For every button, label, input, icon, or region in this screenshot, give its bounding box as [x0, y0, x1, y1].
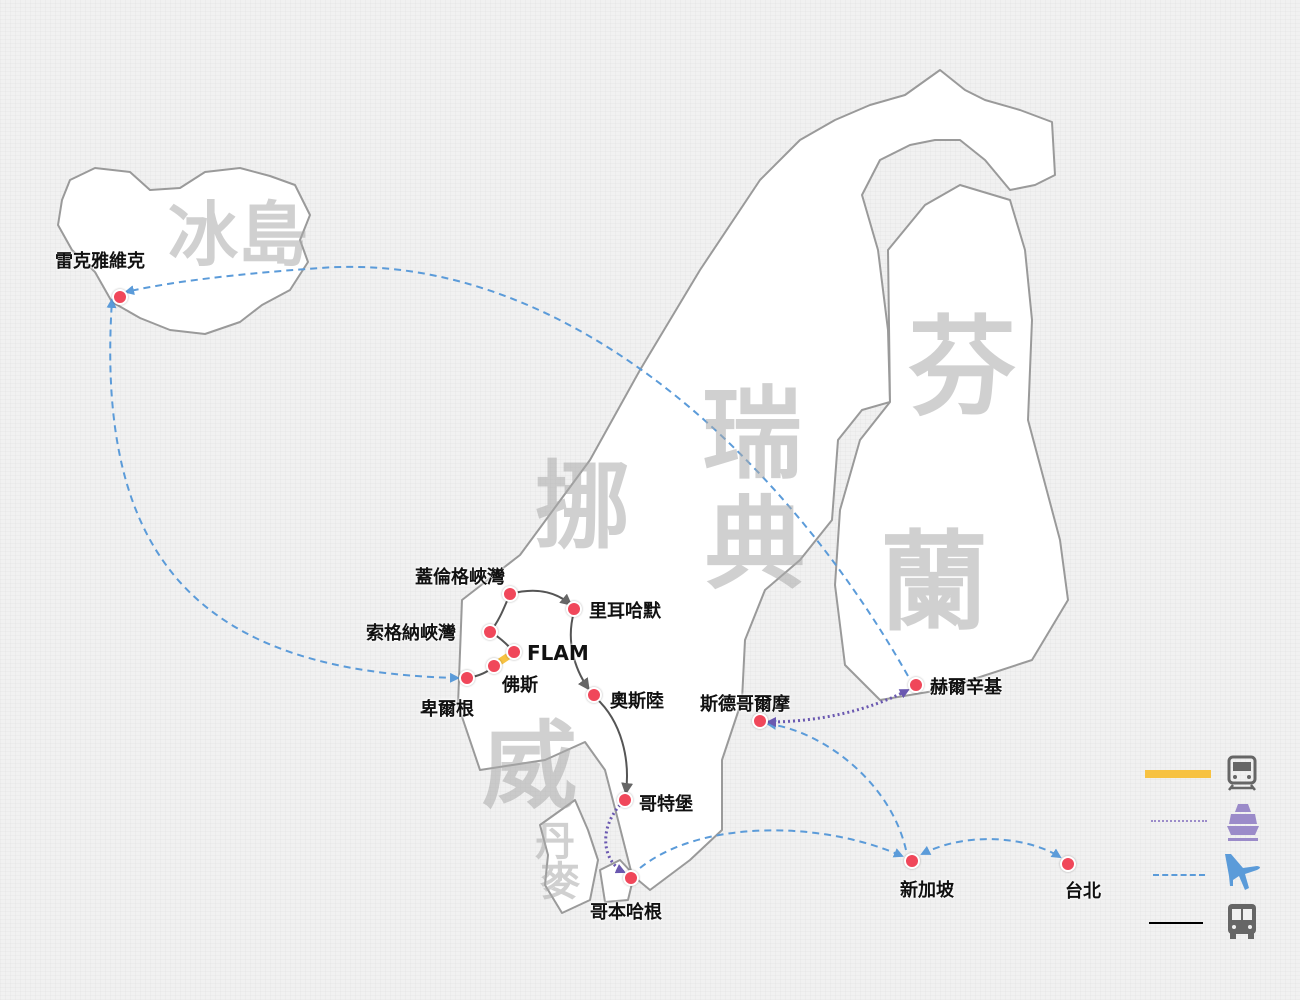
- route-copenhagen-singapore: [639, 829, 904, 869]
- city-marker-geirangerfjord[interactable]: [502, 586, 518, 602]
- ship-icon: [1227, 804, 1259, 841]
- route-geiranger-lillehammer: [509, 589, 573, 606]
- scandinavia-land: [457, 69, 1056, 891]
- route-singapore-stockholm: [766, 719, 907, 851]
- route-lillehammer-oslo: [569, 611, 590, 691]
- country-label-sweden-2: 典: [705, 486, 805, 603]
- city-marker-sognefjord[interactable]: [482, 624, 498, 640]
- train-icon: [1227, 755, 1257, 791]
- city-marker-taipei[interactable]: [1060, 856, 1076, 872]
- city-marker-helsinki[interactable]: [908, 677, 924, 693]
- city-label-copenhagen: 哥本哈根: [590, 902, 662, 923]
- legend-bus: [1145, 902, 1265, 942]
- city-marker-singapore[interactable]: [904, 853, 920, 869]
- city-label-reykjavik: 雷克雅維克: [55, 251, 145, 272]
- country-label-iceland: 冰島: [168, 194, 308, 276]
- city-label-stockholm: 斯德哥爾摩: [700, 694, 790, 715]
- city-label-oslo: 奧斯陸: [610, 691, 664, 712]
- country-label-finland-2: 蘭: [880, 521, 989, 646]
- route-helsinki-reykjavik: [124, 265, 909, 677]
- city-marker-voss[interactable]: [486, 658, 502, 674]
- bus-icon: [1228, 904, 1256, 939]
- city-label-helsinki: 赫爾辛基: [930, 677, 1002, 698]
- airplane-icon: [1225, 854, 1260, 890]
- country-label-norway-1: 挪: [535, 452, 631, 562]
- city-marker-oslo[interactable]: [586, 687, 602, 703]
- legend-plane: [1145, 852, 1265, 892]
- country-label-denmark-1: 丹: [535, 819, 575, 865]
- city-marker-copenhagen[interactable]: [623, 870, 639, 886]
- ship-line-swatch: [1151, 820, 1207, 822]
- city-label-voss: 佛斯: [502, 675, 538, 696]
- country-label-norway-2: 威: [482, 712, 578, 822]
- bus-line-swatch: [1149, 922, 1203, 924]
- route-stockholm-helsinki: [766, 688, 910, 727]
- city-marker-bergen[interactable]: [459, 670, 475, 686]
- city-label-taipei: 台北: [1065, 881, 1101, 902]
- train-line-swatch: [1145, 770, 1211, 778]
- city-marker-stockholm[interactable]: [752, 713, 768, 729]
- city-label-lillehammer: 里耳哈默: [589, 601, 661, 622]
- city-label-singapore: 新加坡: [900, 880, 954, 901]
- city-marker-lillehammer[interactable]: [566, 601, 582, 617]
- city-marker-reykjavik[interactable]: [112, 289, 128, 305]
- route-oslo-gothenburg: [595, 697, 634, 795]
- city-marker-gothenburg[interactable]: [617, 792, 633, 808]
- denmark-land: [539, 799, 599, 914]
- city-label-sognefjord: 索格納峽灣: [366, 623, 456, 644]
- route-singapore-taipei: [920, 838, 1062, 859]
- city-label-bergen: 卑爾根: [420, 699, 474, 720]
- city-marker-flam[interactable]: [506, 644, 522, 660]
- legend-train: [1145, 755, 1265, 795]
- city-label-gothenburg: 哥特堡: [639, 794, 693, 815]
- finland-land: [834, 184, 1069, 701]
- plane-line-swatch: [1153, 874, 1205, 876]
- country-label-denmark-2: 麥: [540, 859, 580, 905]
- country-label-sweden-1: 瑞: [702, 376, 802, 493]
- route-gothenburg-copenhagen: [604, 804, 626, 874]
- route-bergen-reykjavik: [106, 298, 460, 683]
- city-label-flam: FLAM: [527, 641, 589, 665]
- country-label-finland-1: 芬: [908, 306, 1017, 431]
- city-label-geirangerfjord: 蓋倫格峽灣: [415, 567, 505, 588]
- legend-ship: [1145, 802, 1265, 842]
